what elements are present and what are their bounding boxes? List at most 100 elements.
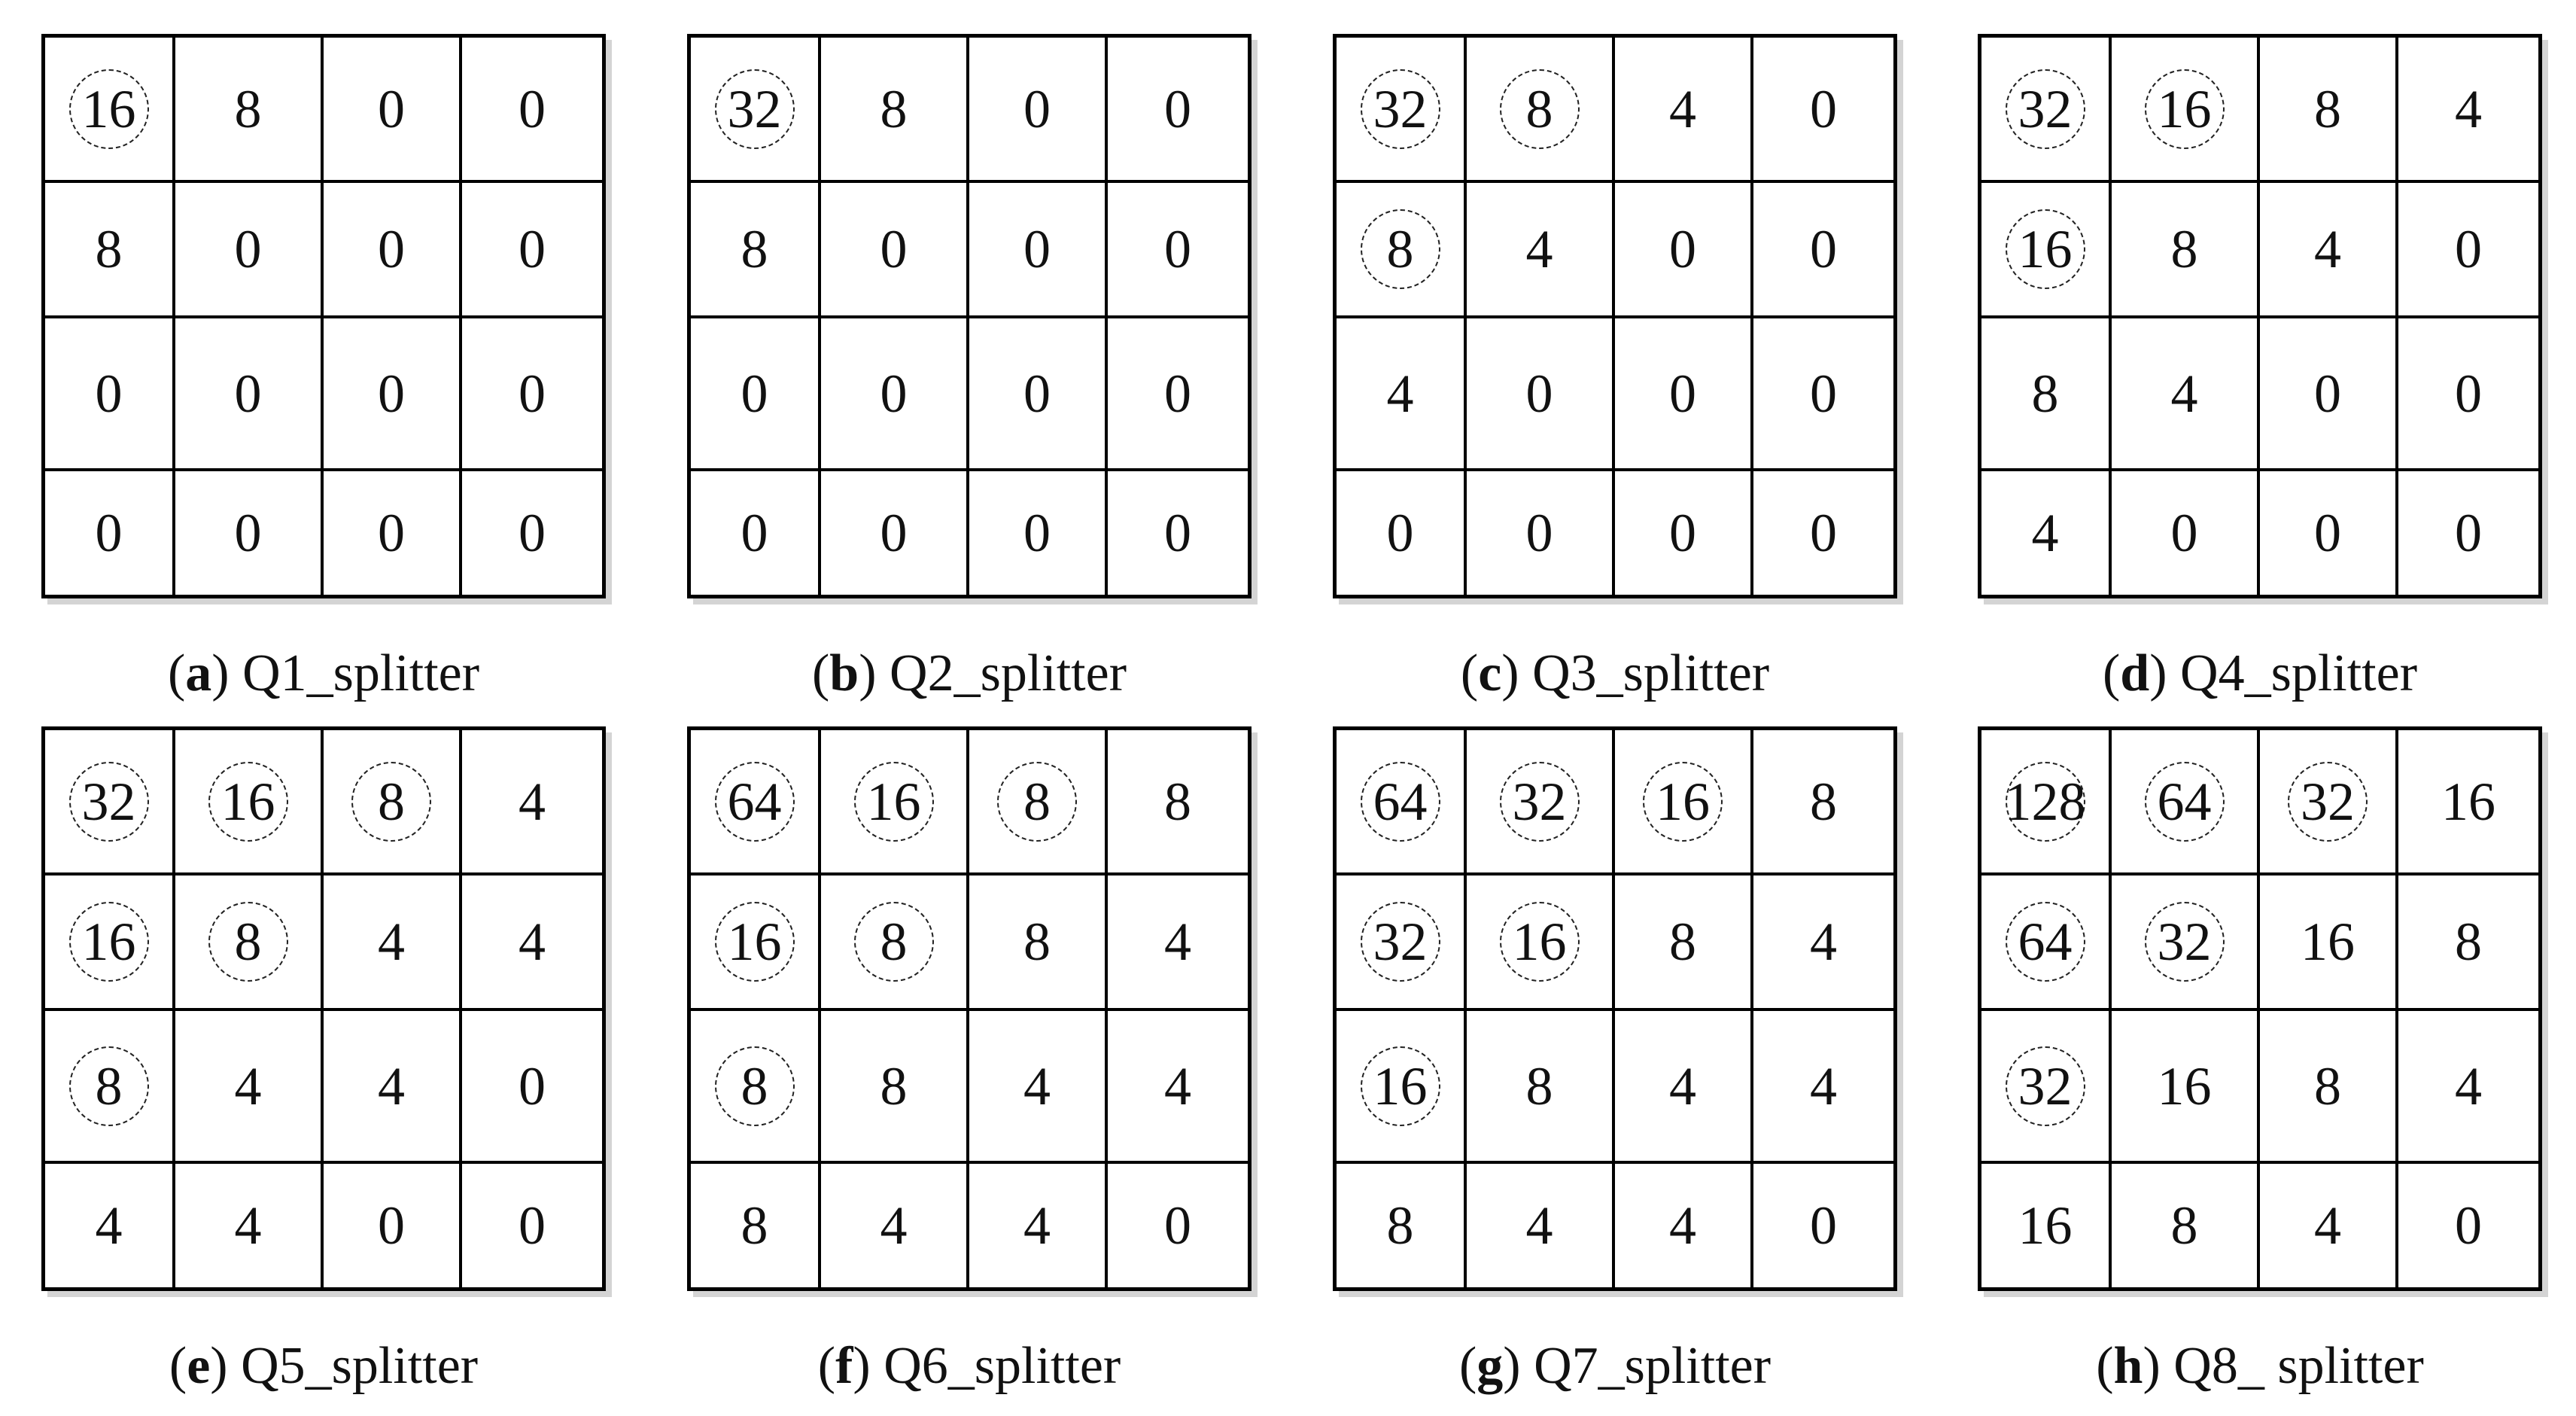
cell-value: 0 — [95, 503, 123, 563]
matrix-cell: 4 — [324, 875, 462, 1011]
cell-value: 0 — [1810, 363, 1837, 424]
cell-value: 4 — [378, 912, 405, 972]
cell-value: 32 — [727, 78, 782, 139]
matrix-cell: 4 — [45, 1164, 175, 1287]
matrix-cell: 32 — [1981, 1011, 2112, 1164]
cell-value: 8 — [880, 912, 908, 972]
matrix-cell: 8 — [821, 875, 969, 1011]
matrix-cell: 0 — [462, 1011, 602, 1164]
matrix-cell: 8 — [691, 1164, 821, 1287]
caption-paren-open: ( — [2102, 644, 2121, 702]
matrix-cell: 4 — [2398, 1011, 2538, 1164]
panel-caption: (e) Q5_splitter — [41, 1340, 606, 1393]
matrix-cell: 0 — [324, 1164, 462, 1287]
cell-value: 0 — [378, 503, 405, 563]
caption-name: Q3_splitter — [1532, 644, 1770, 702]
cell-value: 32 — [2018, 1055, 2073, 1116]
matrix-cell: 32 — [1467, 730, 1615, 875]
matrix-cell: 8 — [821, 38, 969, 183]
cell-value: 4 — [234, 1195, 262, 1256]
panel-caption: (f) Q6_splitter — [687, 1340, 1252, 1393]
matrix-cell: 0 — [462, 38, 602, 183]
cell-value: 4 — [378, 1055, 405, 1116]
cell-value: 0 — [1525, 363, 1553, 424]
matrix-cell: 4 — [1981, 471, 2112, 595]
matrix-cell: 0 — [462, 471, 602, 595]
matrix-cell: 8 — [45, 183, 175, 318]
cell-value: 0 — [1386, 503, 1414, 563]
cell-value: 0 — [378, 78, 405, 139]
matrix-cell: 16 — [2260, 875, 2398, 1011]
matrix-cell: 4 — [1467, 183, 1615, 318]
cell-value: 0 — [880, 503, 908, 563]
cell-value: 0 — [1023, 219, 1051, 279]
cell-value: 4 — [1810, 912, 1837, 972]
matrix-cell: 16 — [45, 38, 175, 183]
matrix-cell: 32 — [45, 730, 175, 875]
matrix-cell: 8 — [1337, 183, 1467, 318]
cell-value: 8 — [234, 912, 262, 972]
caption-paren-close: ) — [859, 644, 890, 702]
cell-value: 8 — [741, 1055, 768, 1116]
cell-value: 16 — [727, 912, 782, 972]
cell-value: 8 — [1386, 1195, 1414, 1256]
matrix-cell: 64 — [2112, 730, 2260, 875]
matrix-cell: 32 — [2260, 730, 2398, 875]
cell-value: 0 — [378, 363, 405, 424]
matrix-cell: 8 — [1467, 1011, 1615, 1164]
matrix-cell: 0 — [2398, 318, 2538, 471]
matrix-cell: 8 — [45, 1011, 175, 1164]
matrix-cell: 16 — [2112, 1011, 2260, 1164]
cell-value: 0 — [1164, 503, 1191, 563]
caption-name: Q7_splitter — [1534, 1337, 1772, 1395]
cell-value: 4 — [1164, 1055, 1191, 1116]
matrix-cell: 0 — [691, 318, 821, 471]
matrix-cell: 0 — [462, 183, 602, 318]
cell-value: 128 — [2004, 771, 2086, 832]
caption-name: Q8_ splitter — [2173, 1337, 2424, 1395]
matrix-cell: 16 — [1981, 1164, 2112, 1287]
caption-name: Q1_splitter — [242, 644, 480, 702]
cell-value: 32 — [2301, 771, 2355, 832]
cell-value: 16 — [81, 78, 136, 139]
cell-value: 0 — [1164, 78, 1191, 139]
cell-value: 8 — [234, 78, 262, 139]
caption-paren-close: ) — [853, 1337, 884, 1395]
cell-value: 0 — [1164, 219, 1191, 279]
caption-letter: f — [835, 1337, 853, 1395]
cell-value: 0 — [519, 1055, 546, 1116]
cell-value: 4 — [1669, 1195, 1696, 1256]
matrix-cell: 4 — [1337, 318, 1467, 471]
matrix-cell: 0 — [1108, 38, 1248, 183]
panel-caption: (b) Q2_splitter — [687, 647, 1252, 700]
cell-value: 4 — [1525, 1195, 1553, 1256]
cell-value: 16 — [1373, 1055, 1428, 1116]
matrix-cell: 0 — [1467, 471, 1615, 595]
cell-value: 64 — [1373, 771, 1428, 832]
cell-value: 4 — [1669, 1055, 1696, 1116]
cell-value: 64 — [727, 771, 782, 832]
matrix-cell: 4 — [1467, 1164, 1615, 1287]
cell-value: 0 — [519, 1195, 546, 1256]
cell-value: 32 — [1373, 78, 1428, 139]
cell-value: 0 — [234, 363, 262, 424]
cell-value: 8 — [2170, 1195, 2198, 1256]
matrix-cell: 8 — [1108, 730, 1248, 875]
matrix-cell: 64 — [1981, 875, 2112, 1011]
cell-value: 32 — [1373, 912, 1428, 972]
matrix-cell: 0 — [1467, 318, 1615, 471]
cell-value: 0 — [1669, 503, 1696, 563]
matrix-cell: 8 — [969, 730, 1108, 875]
matrix-cell: 0 — [2398, 183, 2538, 318]
cell-value: 4 — [1525, 219, 1553, 279]
cell-value: 0 — [1669, 363, 1696, 424]
cell-value: 8 — [741, 219, 768, 279]
panel-caption: (d) Q4_splitter — [1978, 647, 2542, 700]
matrix-cell: 0 — [1615, 318, 1753, 471]
caption-paren-open: ( — [2096, 1337, 2114, 1395]
